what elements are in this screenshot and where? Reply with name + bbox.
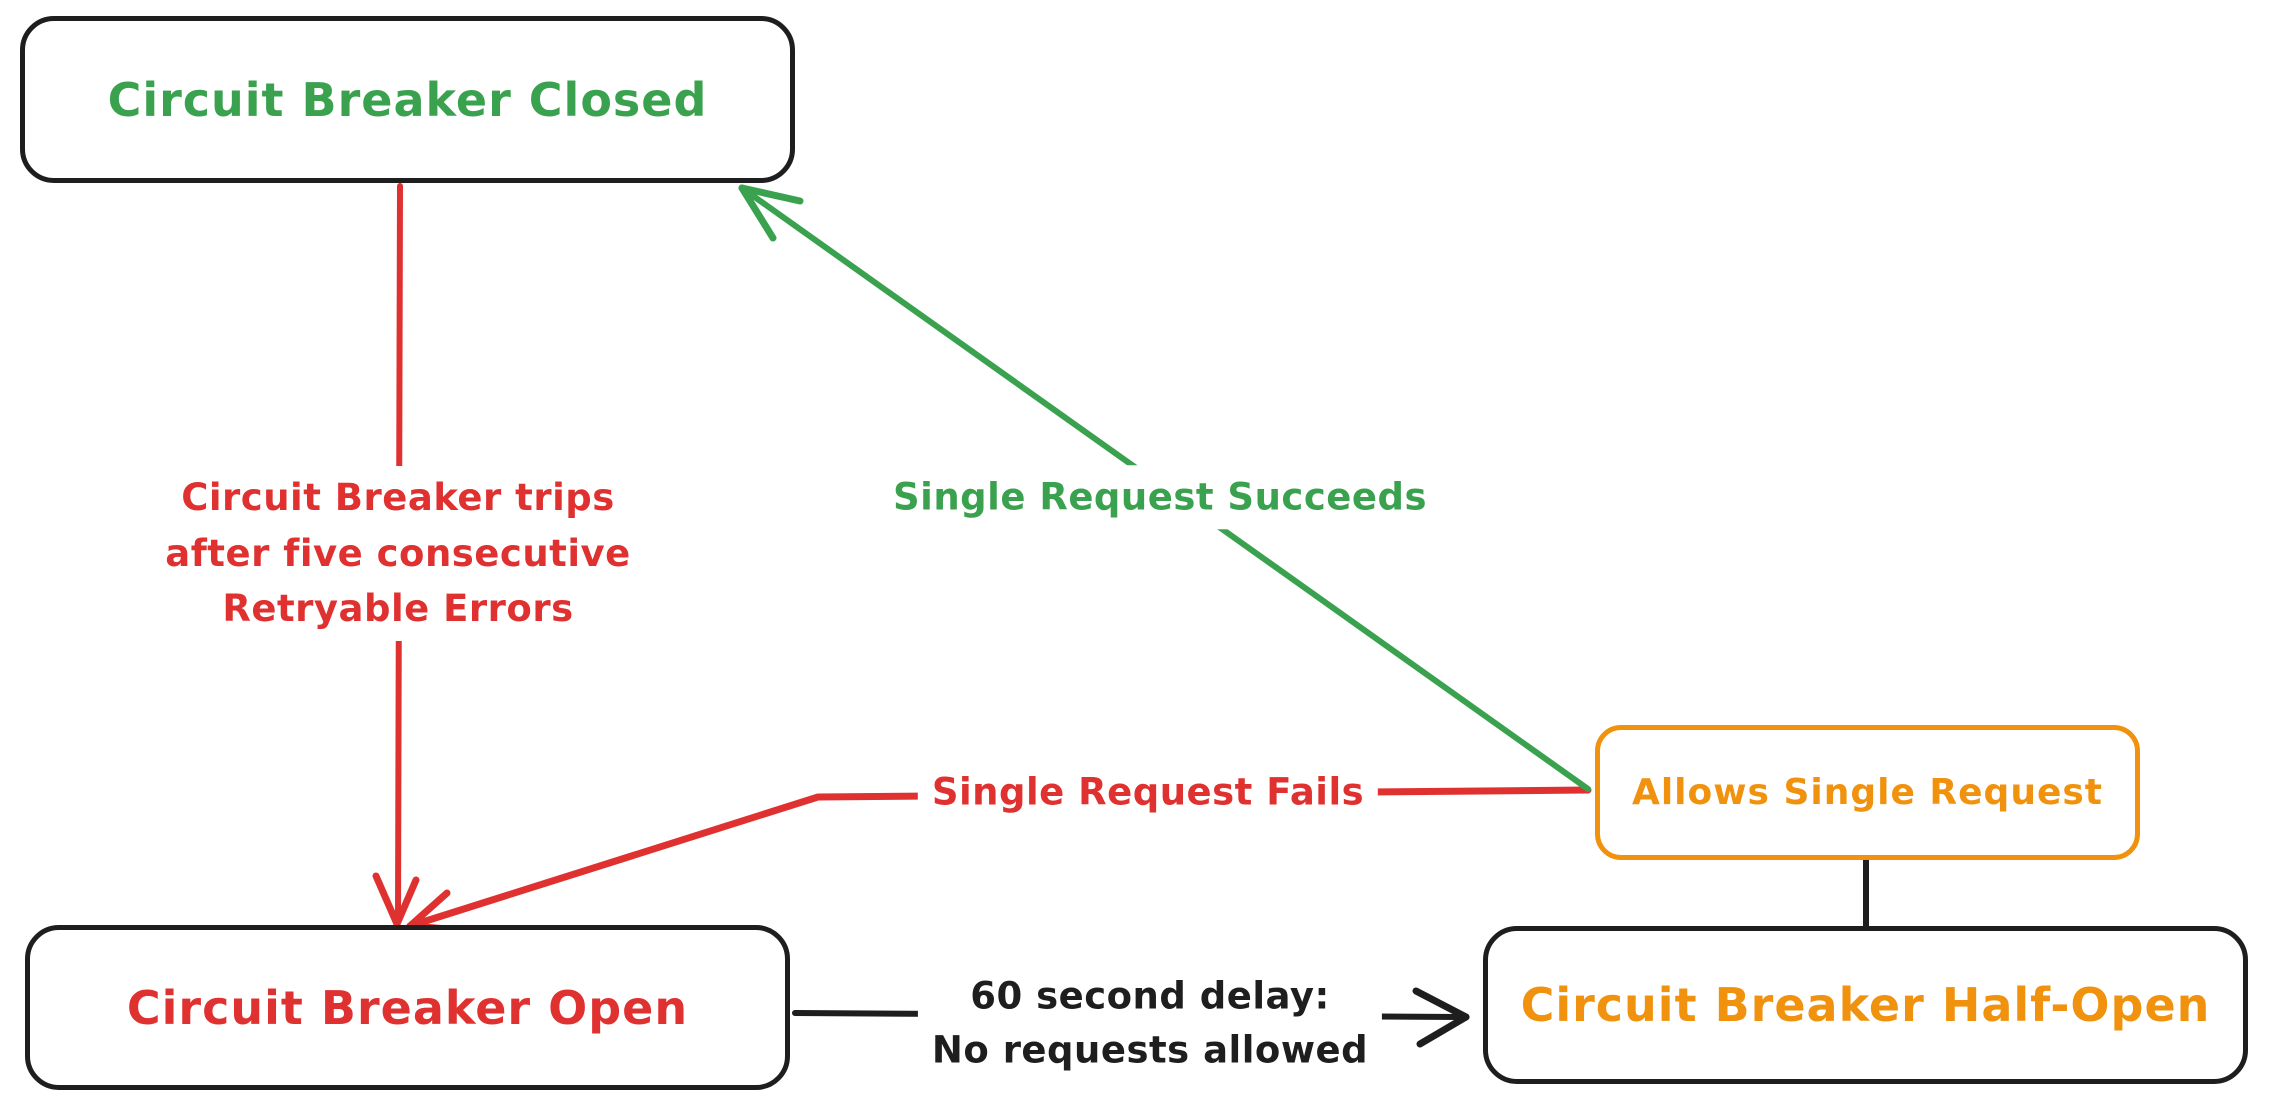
edge-trip-label: Circuit Breaker trips after five consecu… xyxy=(151,466,645,641)
edge-delay-label: 60 second delay: No requests allowed xyxy=(917,965,1383,1081)
edge-delay-label-line: No requests allowed xyxy=(931,1028,1369,1071)
state-half-open-label: Circuit Breaker Half-Open xyxy=(1520,978,2211,1032)
state-open-label: Circuit Breaker Open xyxy=(126,980,689,1035)
allows-single-request-label: Allows Single Request xyxy=(1631,772,2104,813)
edge-delay-label-line: 60 second delay: xyxy=(970,974,1330,1018)
state-closed-box[interactable]: Circuit Breaker Closed xyxy=(20,16,795,183)
allows-single-request-box[interactable]: Allows Single Request xyxy=(1595,725,2140,860)
edge-fails-label-line: Single Request Fails xyxy=(931,770,1365,814)
edge-trip-label-line: Retryable Errors xyxy=(222,587,574,630)
edge-trip-label-line: Circuit Breaker trips xyxy=(181,476,615,519)
state-half-open-box[interactable]: Circuit Breaker Half-Open xyxy=(1483,926,2248,1084)
state-open-box[interactable]: Circuit Breaker Open xyxy=(25,925,790,1090)
edge-succeeds-label-line: Single Request Succeeds xyxy=(893,475,1427,519)
edge-succeeds-label: Single Request Succeeds xyxy=(879,465,1441,529)
edge-trip-label-line: after five consecutive xyxy=(165,531,631,575)
state-closed-label: Circuit Breaker Closed xyxy=(107,72,708,127)
edge-fails-label: Single Request Fails xyxy=(917,760,1379,824)
